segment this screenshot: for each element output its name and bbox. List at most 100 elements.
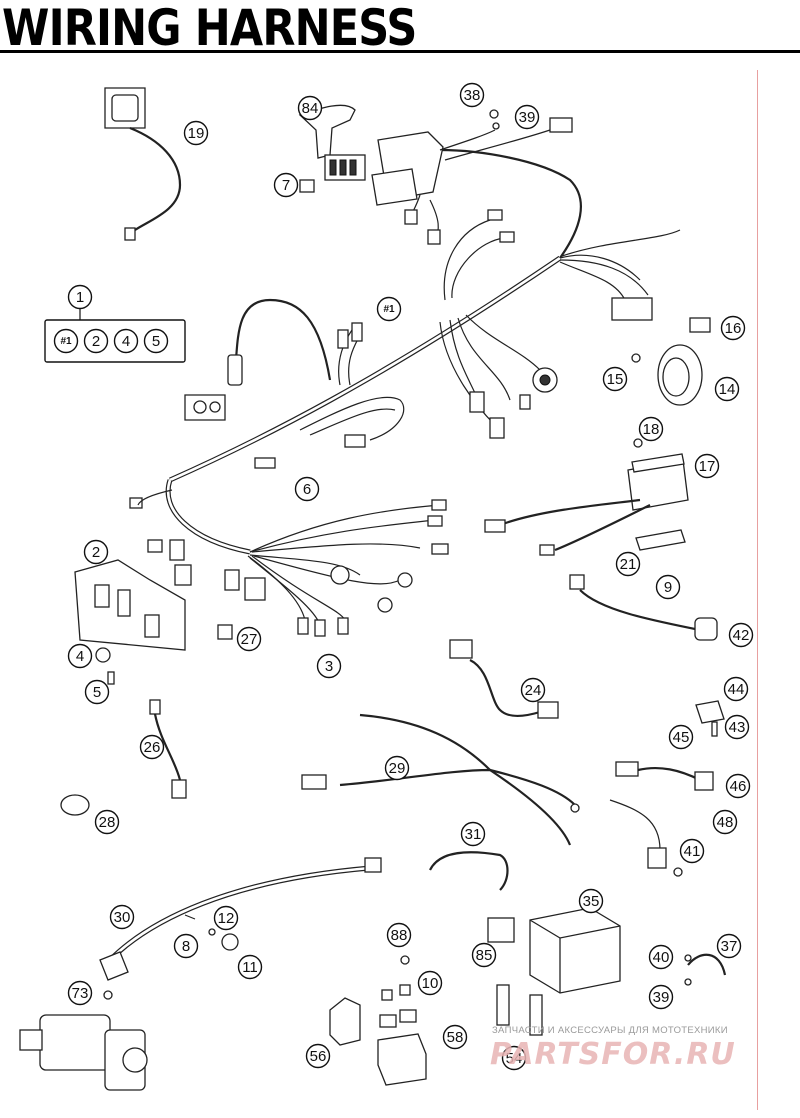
grommet[interactable]	[221, 933, 239, 951]
callout-kit-1: #1	[376, 296, 402, 322]
callout-45: 45	[668, 724, 694, 750]
fuse-pin[interactable]	[184, 914, 196, 920]
svg-text:40: 40	[653, 949, 670, 966]
callout-11: 11	[237, 954, 263, 980]
svg-text:39: 39	[653, 989, 670, 1006]
harness-bracket[interactable]	[74, 559, 233, 651]
svg-text:6: 6	[303, 481, 311, 498]
svg-text:2: 2	[92, 544, 100, 561]
cable-tie[interactable]	[60, 794, 90, 816]
callout-18: 18	[638, 416, 664, 442]
svg-text:46: 46	[730, 778, 747, 795]
voltage-regulator[interactable]	[484, 438, 689, 556]
callout-54: 54	[501, 1045, 527, 1071]
ignition-unit[interactable]	[104, 87, 182, 241]
callout-kit-member: 2	[83, 328, 109, 354]
callout-15: 15	[602, 366, 628, 392]
svg-text:3: 3	[325, 658, 333, 675]
bolt[interactable]	[711, 721, 718, 737]
callout-29: 29	[384, 755, 410, 781]
washer-2[interactable]	[684, 978, 692, 986]
starter-relay[interactable]	[329, 955, 427, 1086]
sub-harness[interactable]	[301, 713, 580, 846]
svg-text:15: 15	[607, 371, 624, 388]
callout-84: 84	[297, 95, 323, 121]
temp-sensor[interactable]	[149, 699, 187, 799]
svg-text:24: 24	[525, 682, 542, 699]
svg-text:12: 12	[218, 910, 235, 927]
brake-switch[interactable]	[609, 761, 714, 877]
svg-text:7: 7	[282, 177, 290, 194]
callout-kit-member: #1	[53, 328, 79, 354]
callout-7: 7	[273, 172, 299, 198]
bracket-small[interactable]	[695, 700, 725, 724]
callout-14: 14	[714, 376, 740, 402]
callout-35: 35	[578, 888, 604, 914]
callout-30: 30	[109, 904, 135, 930]
callout-5: 5	[84, 679, 110, 705]
svg-text:19: 19	[188, 125, 205, 142]
callout-6: 6	[294, 476, 320, 502]
washer[interactable]	[208, 928, 216, 936]
svg-text:5: 5	[93, 684, 101, 701]
fuses[interactable]	[496, 984, 543, 1036]
battery[interactable]	[487, 907, 621, 994]
starter-motor[interactable]	[19, 990, 148, 1091]
callout-19: 19	[183, 120, 209, 146]
svg-text:8: 8	[182, 938, 190, 955]
svg-text:#1: #1	[60, 336, 72, 347]
callout-2: 2	[83, 539, 109, 565]
svg-text:54: 54	[506, 1050, 523, 1067]
svg-text:31: 31	[465, 826, 482, 843]
cable-clip[interactable]	[95, 647, 111, 663]
sensor[interactable]	[569, 574, 718, 641]
screw[interactable]	[107, 671, 115, 685]
callout-16: 16	[720, 315, 746, 341]
callout-38: 38	[459, 82, 485, 108]
callout-37: 37	[716, 933, 742, 959]
svg-text:38: 38	[464, 87, 481, 104]
svg-text:5: 5	[152, 333, 160, 350]
svg-text:35: 35	[583, 893, 600, 910]
svg-text:30: 30	[114, 909, 131, 926]
svg-text:85: 85	[476, 947, 493, 964]
svg-text:10: 10	[422, 975, 439, 992]
ground-cable[interactable]	[429, 851, 509, 891]
horn[interactable]	[631, 317, 711, 406]
svg-text:48: 48	[717, 814, 734, 831]
svg-text:21: 21	[620, 556, 637, 573]
svg-text:4: 4	[76, 648, 84, 665]
svg-text:56: 56	[310, 1048, 327, 1065]
callout-31: 31	[460, 821, 486, 847]
svg-text:4: 4	[122, 333, 130, 350]
main-harness[interactable]	[129, 148, 681, 637]
callout-8: 8	[173, 933, 199, 959]
svg-text:#1: #1	[383, 304, 395, 315]
svg-text:45: 45	[673, 729, 690, 746]
callout-24: 24	[520, 677, 546, 703]
callout-56: 56	[305, 1043, 331, 1069]
svg-text:2: 2	[92, 333, 100, 350]
callout-40: 40	[648, 944, 674, 970]
page-title: WIRING HARNESS	[2, 0, 417, 57]
callout-10: 10	[417, 970, 443, 996]
callout-kit-header: 1	[67, 284, 93, 310]
callout-3: 3	[316, 653, 342, 679]
nut[interactable]	[684, 954, 692, 962]
callout-73: 73	[67, 980, 93, 1006]
callout-26: 26	[139, 734, 165, 760]
switch-cable[interactable]	[449, 639, 559, 719]
svg-text:44: 44	[728, 681, 745, 698]
callout-28: 28	[94, 809, 120, 835]
margin-line	[757, 70, 758, 1110]
callout-kit-member: 5	[143, 328, 169, 354]
svg-text:27: 27	[241, 631, 258, 648]
callout-88: 88	[386, 922, 412, 948]
callout-39: 39	[648, 984, 674, 1010]
callout-42: 42	[728, 622, 754, 648]
callout-17: 17	[694, 453, 720, 479]
callout-27: 27	[236, 626, 262, 652]
battery-lead[interactable]	[687, 953, 727, 976]
battery-cable[interactable]	[99, 857, 382, 981]
